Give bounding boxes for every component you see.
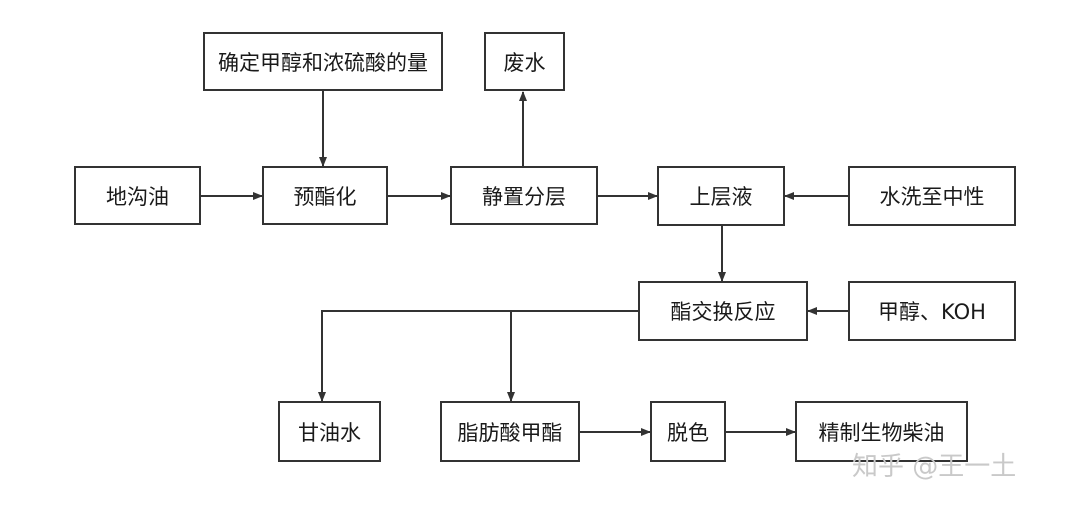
node-gutter-oil: 地沟油 [74,166,201,225]
node-glycerol-water: 甘油水 [278,401,381,462]
edge-transesterification-to-glycerol-water [318,310,638,402]
node-upper-liquid: 上层液 [657,166,785,226]
node-methanol-acid-amount: 确定甲醇和浓硫酸的量 [203,32,443,91]
node-wastewater: 废水 [484,32,565,91]
node-water-wash-neutral: 水洗至中性 [848,166,1016,226]
node-methanol-koh: 甲醇、KOH [848,281,1016,341]
node-decolor: 脱色 [650,401,726,462]
node-fatty-acid-methyl-ester: 脂肪酸甲酯 [440,401,580,462]
node-refined-biodiesel: 精制生物柴油 [795,401,968,462]
node-transesterification: 酯交换反应 [638,281,808,341]
node-pre-esterification: 预酯化 [262,166,388,225]
node-settle-layering: 静置分层 [450,166,598,225]
watermark: 知乎 @王一土 [852,452,1017,482]
